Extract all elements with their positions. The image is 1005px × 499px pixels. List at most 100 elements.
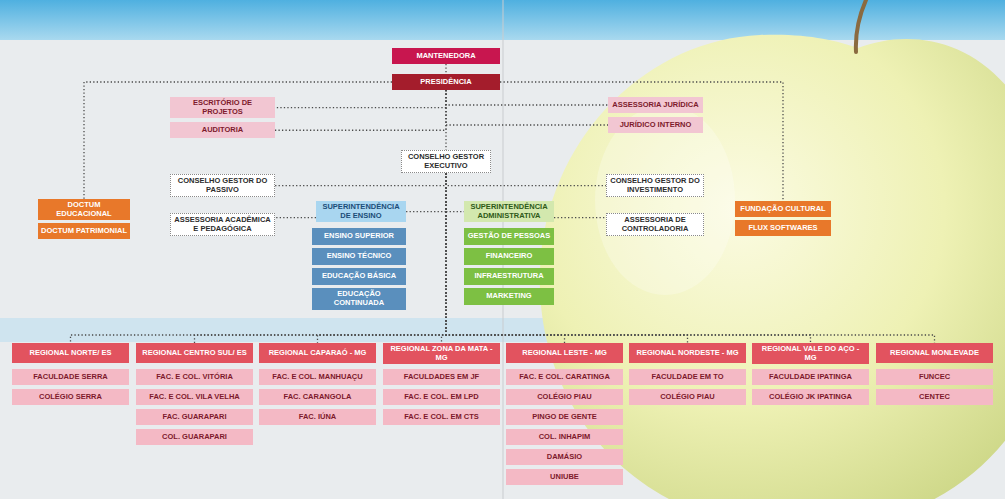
region-header: REGIONAL NORDESTE - MG bbox=[629, 343, 746, 363]
connector-line bbox=[445, 64, 446, 74]
school-box: FUNCEC bbox=[876, 369, 993, 385]
box-label: DOCTUM EDUCACIONAL bbox=[41, 201, 127, 218]
box-label: FACULDADES EM JF bbox=[404, 373, 479, 382]
region-header: REGIONAL NORTE/ ES bbox=[12, 343, 129, 363]
box-label: DAMÁSIO bbox=[547, 453, 582, 462]
box-label: EDUCAÇÃO BÁSICA bbox=[322, 272, 396, 281]
presidency-box: PRESIDÊNCIA bbox=[392, 74, 500, 90]
box-label: COL. INHAPIM bbox=[539, 433, 591, 442]
apple-highlight bbox=[595, 105, 735, 295]
connector-line bbox=[275, 173, 446, 185]
company-box: FLUX SOFTWARES bbox=[735, 220, 831, 236]
box-label: UNIUBE bbox=[550, 473, 579, 482]
school-box: FAC. E COL. EM LPD bbox=[383, 389, 500, 405]
box-label: FAC. E COL. EM LPD bbox=[404, 393, 479, 402]
school-box: DAMÁSIO bbox=[506, 449, 623, 465]
box-label: ESCRITÓRIO DE PROJETOS bbox=[173, 99, 272, 116]
box-label: CONSELHO GESTOR EXECUTIVO bbox=[405, 153, 487, 170]
connector-line bbox=[446, 173, 935, 343]
school-box: FACULDADE EM TO bbox=[629, 369, 746, 385]
school-box: FAC. IÚNA bbox=[259, 409, 376, 425]
department-box: INFRAESTRUTURA bbox=[464, 268, 554, 285]
box-label: REGIONAL CENTRO SUL/ ES bbox=[142, 349, 246, 358]
box-label: AUDITORIA bbox=[202, 126, 244, 135]
box-label: FAC. E COL. EM CTS bbox=[404, 413, 479, 422]
connector-line bbox=[446, 173, 464, 211]
apple-stem bbox=[856, 0, 866, 52]
box-label: FAC. IÚNA bbox=[299, 413, 337, 422]
company-box: DOCTUM EDUCACIONAL bbox=[38, 199, 130, 220]
box-label: REGIONAL ZONA DA MATA - MG bbox=[386, 345, 497, 362]
box-label: DOCTUM PATRIMONIAL bbox=[41, 227, 127, 236]
staff-box: AUDITORIA bbox=[170, 122, 275, 138]
box-label: COLÉGIO PIAU bbox=[660, 393, 715, 402]
connector-line bbox=[84, 82, 392, 199]
box-label: FACULDADE IPATINGA bbox=[769, 373, 852, 382]
box-label: PRESIDÊNCIA bbox=[420, 78, 471, 87]
school-box: FAC. E COL. CARATINGA bbox=[506, 369, 623, 385]
connector-line bbox=[446, 173, 811, 343]
connector-line bbox=[275, 217, 316, 218]
council-box: CONSELHO GESTOR DO PASSIVO bbox=[170, 174, 275, 197]
council-box: CONSELHO GESTOR DO INVESTIMENTO bbox=[606, 174, 704, 197]
council-box: ASSESSORIA DE CONTROLADORIA bbox=[606, 213, 704, 236]
department-box: MARKETING bbox=[464, 288, 554, 305]
school-box: FAC. CARANGOLA bbox=[259, 389, 376, 405]
staff-box: ASSESSORIA JURÍDICA bbox=[608, 97, 703, 113]
box-label: CONSELHO GESTOR DO PASSIVO bbox=[174, 177, 271, 194]
box-label: REGIONAL NORTE/ ES bbox=[30, 349, 112, 358]
box-label: FAC. E COL. CARATINGA bbox=[519, 373, 610, 382]
box-label: FLUX SOFTWARES bbox=[748, 224, 817, 233]
box-label: PINGO DE GENTE bbox=[532, 413, 597, 422]
box-label: FAC. E COL. VITÓRIA bbox=[156, 373, 233, 382]
box-label: FAC. CARANGOLA bbox=[284, 393, 352, 402]
box-label: COLÉGIO JK IPATINGA bbox=[769, 393, 852, 402]
box-label: FAC. E COL. VILA VELHA bbox=[149, 393, 240, 402]
box-label: FINANCEIRO bbox=[486, 252, 533, 261]
department-box: EDUCAÇÃO CONTINUADA bbox=[312, 288, 406, 309]
region-header: REGIONAL ZONA DA MATA - MG bbox=[383, 343, 500, 364]
school-box: FAC. E COL. EM CTS bbox=[383, 409, 500, 425]
council-box: CONSELHO GESTOR EXECUTIVO bbox=[401, 150, 491, 173]
box-label: FUNCEC bbox=[919, 373, 950, 382]
connector-line bbox=[446, 173, 688, 343]
region-header: REGIONAL MONLEVADE bbox=[876, 343, 993, 363]
box-label: REGIONAL VALE DO AÇO - MG bbox=[755, 345, 866, 362]
connector-line bbox=[500, 82, 783, 201]
box-label: CENTEC bbox=[919, 393, 950, 402]
box-label: ASSESSORIA ACADÊMICA E PEDAGÓGICA bbox=[174, 216, 271, 233]
connector-line bbox=[446, 90, 608, 125]
connector-line bbox=[445, 90, 446, 150]
department-box: ENSINO TÉCNICO bbox=[312, 248, 406, 265]
superintendency-box: SUPERINTENDÊNCIA ADMINISTRATIVA bbox=[464, 201, 554, 222]
connector-line bbox=[446, 90, 608, 105]
school-box: COLÉGIO SERRA bbox=[12, 389, 129, 405]
connector-line bbox=[195, 173, 447, 343]
department-box: FINANCEIRO bbox=[464, 248, 554, 265]
box-label: ENSINO SUPERIOR bbox=[324, 232, 394, 241]
box-label: REGIONAL LESTE - MG bbox=[522, 349, 606, 358]
school-box: COLÉGIO PIAU bbox=[506, 389, 623, 405]
school-box: FACULDADE SERRA bbox=[12, 369, 129, 385]
box-label: SUPERINTENDÊNCIA DE ENSINO bbox=[319, 203, 403, 220]
box-label: REGIONAL NORDESTE - MG bbox=[637, 349, 739, 358]
box-label: FACULDADE SERRA bbox=[33, 373, 108, 382]
connector-line bbox=[318, 173, 447, 343]
connector-line bbox=[554, 217, 606, 218]
department-box: EDUCAÇÃO BÁSICA bbox=[312, 268, 406, 285]
region-header: REGIONAL CAPARAÓ - MG bbox=[259, 343, 376, 363]
region-header: REGIONAL LESTE - MG bbox=[506, 343, 623, 363]
school-box: FACULDADE IPATINGA bbox=[752, 369, 869, 385]
company-box: DOCTUM PATRIMONIAL bbox=[38, 223, 130, 239]
connector-line bbox=[275, 90, 446, 108]
school-box: UNIUBE bbox=[506, 469, 623, 485]
school-box: FACULDADES EM JF bbox=[383, 369, 500, 385]
box-label: SUPERINTENDÊNCIA ADMINISTRATIVA bbox=[467, 203, 551, 220]
school-box: PINGO DE GENTE bbox=[506, 409, 623, 425]
school-box: FAC. E COL. VILA VELHA bbox=[136, 389, 253, 405]
box-label: FACULDADE EM TO bbox=[652, 373, 724, 382]
school-box: FAC. GUARAPARI bbox=[136, 409, 253, 425]
box-label: COL. GUARAPARI bbox=[162, 433, 227, 442]
box-label: FAC. E COL. MANHUAÇU bbox=[272, 373, 362, 382]
